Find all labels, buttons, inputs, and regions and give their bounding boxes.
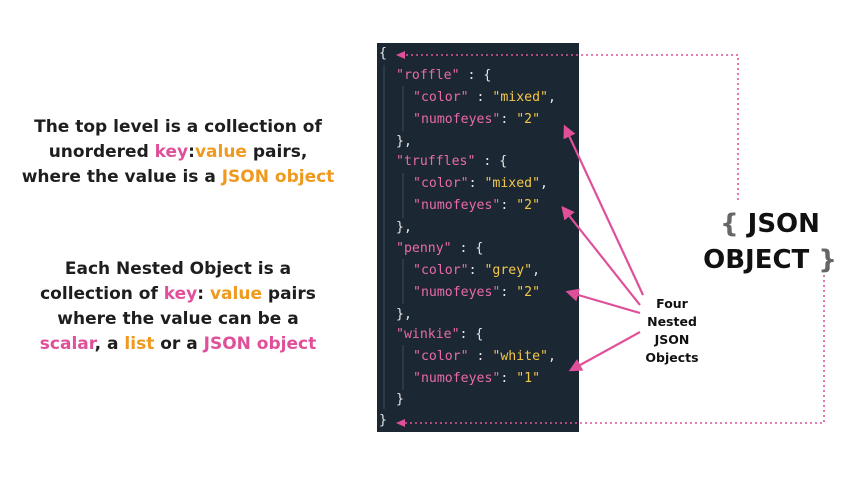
separator-or: or a <box>154 334 204 354</box>
four-label-line: JSON <box>654 332 690 347</box>
separator-a: , a <box>94 334 125 354</box>
code-numofeyes-line: "numofeyes": "2" <box>413 198 541 213</box>
colon-separator: : <box>188 142 195 162</box>
nested-explanation-pairs: pairs <box>261 284 316 304</box>
bracket-bottom-line <box>402 275 825 424</box>
json-object-label: { JSON OBJECT } <box>700 206 840 278</box>
top-level-explanation: The top level is a collection of unorder… <box>0 115 356 190</box>
nested-object-explanation: Each Nested Object is a collection of ke… <box>0 257 356 357</box>
top-explanation-pairs: pairs, <box>246 142 308 162</box>
top-explanation-line3: where the value is a <box>21 167 222 187</box>
code-object-key-line: "winkie": { <box>396 327 484 342</box>
arrow-to-penny <box>565 288 641 315</box>
label-open-brace: { <box>720 209 748 239</box>
code-object-key-line: "roffle" : { <box>396 68 492 83</box>
key-term: key <box>154 142 189 162</box>
code-close-line: }, <box>396 220 412 235</box>
label-object-word: OBJECT <box>703 245 810 275</box>
four-label-line: Nested <box>647 314 697 329</box>
scalar-term: scalar <box>39 334 95 354</box>
json-object-term: JSON object <box>221 167 335 187</box>
code-object-key-line: "penny" : { <box>396 241 484 256</box>
bracket-bottom-arrowhead <box>396 419 405 427</box>
colon-separator: : <box>197 284 210 304</box>
code-color-line: "color": "grey", <box>413 263 541 278</box>
nested-explanation-line1: Each Nested Object is a <box>64 259 292 279</box>
value-term: value <box>194 142 247 162</box>
top-explanation-line1: The top level is a collection of <box>34 117 322 137</box>
code-close-brace: } <box>379 413 387 428</box>
code-numofeyes-line: "numofeyes": "2" <box>413 285 541 300</box>
code-color-line: "color" : "mixed", <box>413 90 556 105</box>
arrow-to-truffles <box>561 205 641 306</box>
four-label-line: Four <box>656 296 688 311</box>
code-color-line: "color": "mixed", <box>413 176 548 191</box>
code-numofeyes-line: "numofeyes": "1" <box>413 371 541 386</box>
object-key: "roffle" <box>396 68 460 83</box>
code-numofeyes-line: "numofeyes": "2" <box>413 112 541 127</box>
code-close-line: }, <box>396 134 412 149</box>
label-close-brace: } <box>809 245 837 275</box>
object-key: "penny" <box>396 241 452 256</box>
nested-explanation-line3: where the value can be a <box>57 309 299 329</box>
object-key: "truffles" <box>396 154 476 169</box>
bracket-top-line <box>402 54 739 200</box>
code-open-brace: { <box>379 46 387 61</box>
list-term: list <box>124 334 155 354</box>
arrow-to-roffle <box>563 124 644 296</box>
json-object-bracket <box>402 54 825 424</box>
key-term: key <box>163 284 198 304</box>
json-object-term: JSON object <box>203 334 317 354</box>
top-explanation-line2: unordered <box>48 142 155 162</box>
bracket-top-arrowhead <box>396 51 405 59</box>
label-json-word: JSON <box>747 209 820 239</box>
code-color-line: "color" : "white", <box>413 349 556 364</box>
object-key: "winkie" <box>396 327 460 342</box>
nested-explanation-line2: collection of <box>40 284 164 304</box>
four-label-line: Objects <box>645 350 699 365</box>
arrow-to-winkie <box>568 331 641 372</box>
value-term: value <box>209 284 262 304</box>
indent-guides <box>383 65 404 409</box>
four-nested-label: Four Nested JSON Objects <box>632 295 712 367</box>
code-close-line: } <box>396 392 404 407</box>
json-code-panel: { "roffle" : { "color" : "mixed", "numof… <box>377 43 579 432</box>
code-close-line: }, <box>396 307 412 322</box>
code-object-key-line: "truffles" : { <box>396 154 508 169</box>
